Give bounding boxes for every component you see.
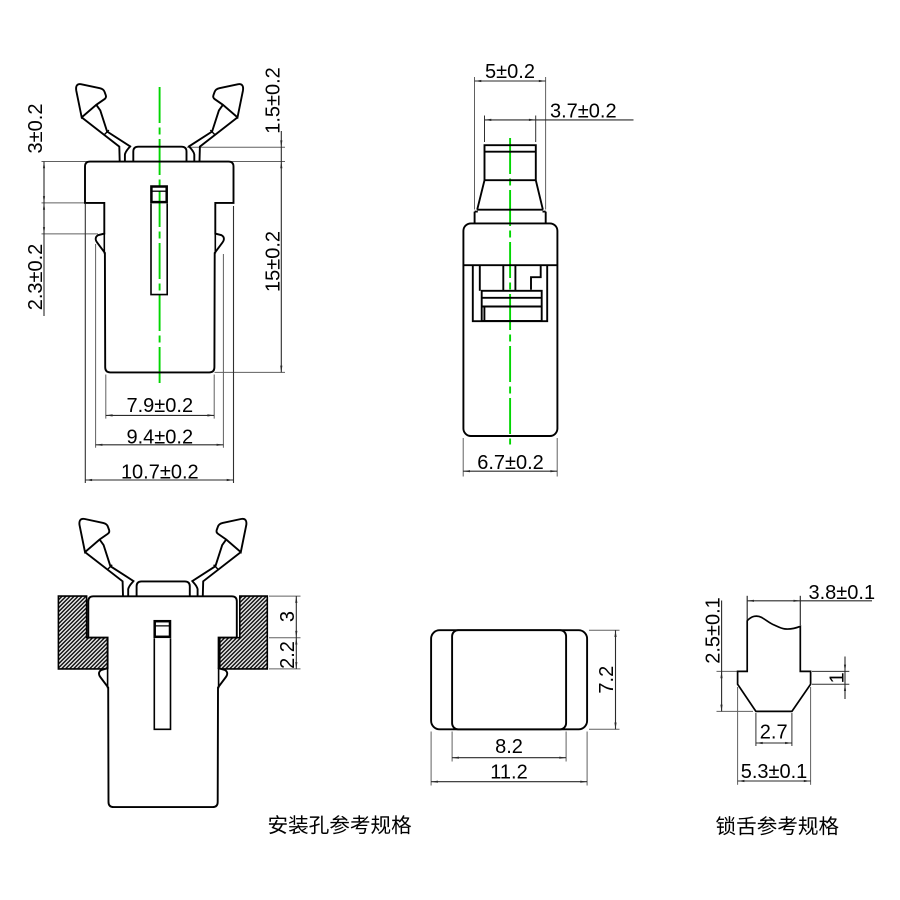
svg-text:5±0.2: 5±0.2 xyxy=(485,61,535,83)
svg-text:11.2: 11.2 xyxy=(490,762,527,784)
svg-text:9.4±0.2: 9.4±0.2 xyxy=(127,426,194,448)
svg-text:5.3±0.1: 5.3±0.1 xyxy=(741,761,808,783)
svg-text:10.7±0.2: 10.7±0.2 xyxy=(121,461,199,483)
svg-text:2.2: 2.2 xyxy=(277,641,299,669)
svg-text:2.3±0.2: 2.3±0.2 xyxy=(25,244,47,311)
svg-text:3.8±0.1: 3.8±0.1 xyxy=(809,582,876,604)
svg-text:8.2: 8.2 xyxy=(495,736,523,758)
svg-text:1.5±0.2: 1.5±0.2 xyxy=(262,67,284,134)
svg-text:3.7±0.2: 3.7±0.2 xyxy=(550,101,617,123)
svg-text:2.5±0.1: 2.5±0.1 xyxy=(702,597,724,664)
svg-text:1: 1 xyxy=(827,672,849,683)
svg-text:6.7±0.2: 6.7±0.2 xyxy=(477,452,544,474)
svg-text:2.7: 2.7 xyxy=(760,722,788,744)
svg-text:15±0.2: 15±0.2 xyxy=(262,231,284,292)
svg-text:3: 3 xyxy=(277,611,299,622)
svg-text:3±0.2: 3±0.2 xyxy=(25,104,47,154)
svg-text:7.2: 7.2 xyxy=(596,666,618,694)
svg-text:7.9±0.2: 7.9±0.2 xyxy=(127,395,194,417)
